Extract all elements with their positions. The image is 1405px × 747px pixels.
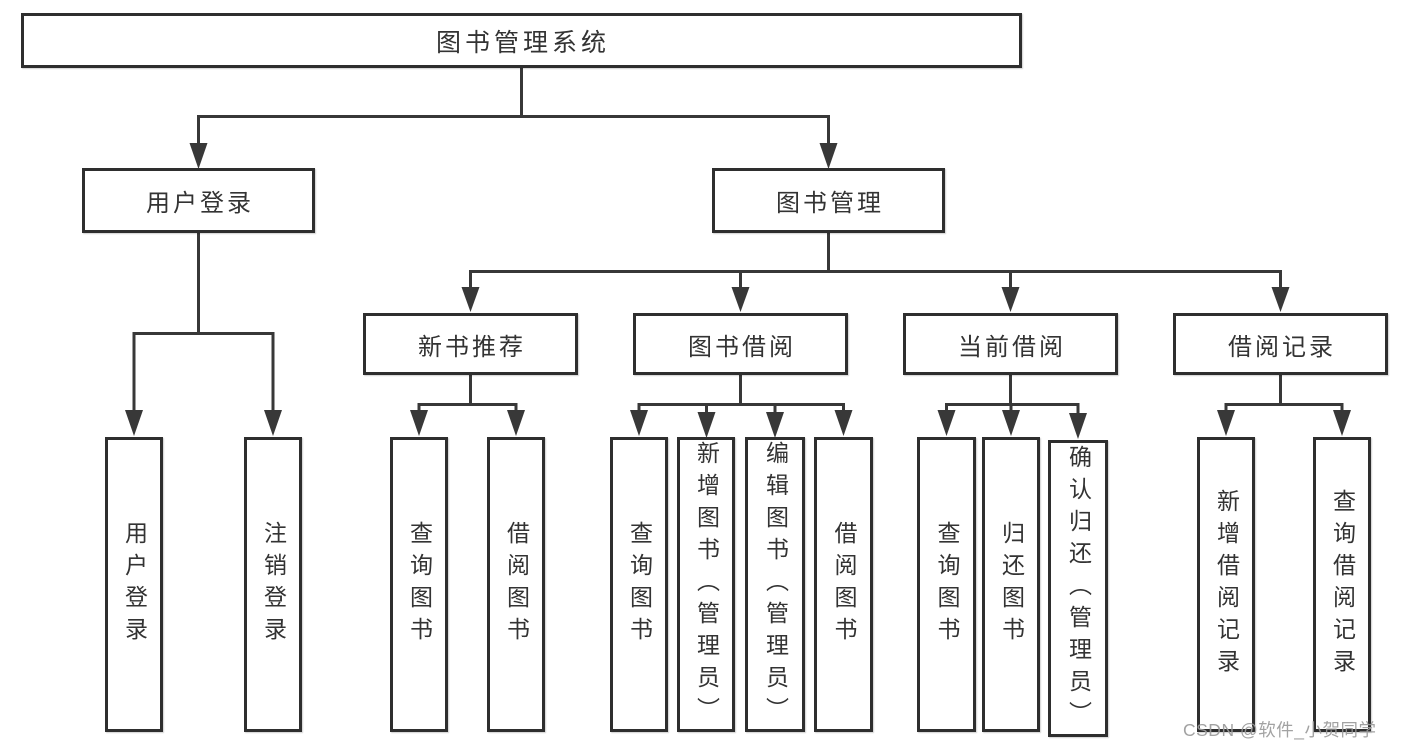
arrowheads-cur-borrow-leaves — [937, 410, 1087, 439]
node-label: 当前借阅 — [958, 333, 1066, 361]
arrowheads-book-borrow-leaves — [630, 410, 853, 438]
arrowheads-level3 — [461, 287, 1290, 312]
node-label: 图书管理 — [776, 190, 884, 217]
arrowheads-borrow-rec-leaves — [1217, 410, 1351, 436]
connector-cur-borrow-to-leaves — [945, 373, 1080, 415]
arrowheads-new-rec-leaves — [410, 410, 525, 436]
leaf-query-borrow-record: 查询借阅记录 — [1313, 437, 1371, 732]
leaf-edit-books-admin: 编辑图书（管理员） — [745, 437, 805, 732]
connector-borrow-rec-to-leaves — [1224, 373, 1344, 412]
node-current-borrowing: 当前借阅 — [903, 313, 1118, 375]
connector-user-login-to-leaves — [132, 231, 275, 412]
node-label: 用户登录 — [146, 190, 254, 217]
arrowheads-user-login-leaves — [125, 410, 282, 436]
leaf-confirm-return-admin: 确认归还（管理员） — [1048, 440, 1108, 737]
csdn-watermark: CSDN @软件_小贺同学 — [1183, 720, 1377, 740]
node-label: 借阅记录 — [1228, 333, 1336, 361]
leaf-add-books-admin: 新增图书（管理员） — [677, 437, 735, 732]
node-book-management: 图书管理 — [712, 168, 945, 233]
node-label: 图书管理系统 — [435, 28, 610, 57]
leaf-user-login: 用户登录 — [105, 437, 163, 732]
leaf-add-borrow-record: 新增借阅记录 — [1197, 437, 1255, 732]
node-borrowing-records: 借阅记录 — [1173, 313, 1388, 375]
connector-book-borrow-to-leaves — [637, 373, 845, 414]
connector-book-mgmt-to-level3 — [469, 231, 1282, 289]
node-book-borrowing: 图书借阅 — [633, 313, 848, 375]
leaf-borrow-books-recommend: 借阅图书 — [487, 437, 545, 732]
node-label: 图书借阅 — [688, 333, 796, 361]
connector-root-to-level2 — [197, 65, 830, 146]
leaf-borrow-books-borrowing: 借阅图书 — [814, 437, 873, 732]
leaf-return-books: 归还图书 — [982, 437, 1040, 732]
connector-new-rec-to-leaves — [417, 373, 518, 412]
leaf-query-books-recommend: 查询图书 — [390, 437, 448, 732]
node-new-book-recommendation: 新书推荐 — [363, 313, 578, 375]
leaf-logout: 注销登录 — [244, 437, 302, 732]
arrowheads-level2 — [189, 143, 838, 169]
node-library-management-system: 图书管理系统 — [21, 13, 1022, 68]
node-user-login: 用户登录 — [82, 168, 315, 233]
leaf-query-books-current: 查询图书 — [917, 437, 976, 732]
leaf-query-books-borrowing: 查询图书 — [610, 437, 668, 732]
node-label: 新书推荐 — [418, 333, 526, 361]
